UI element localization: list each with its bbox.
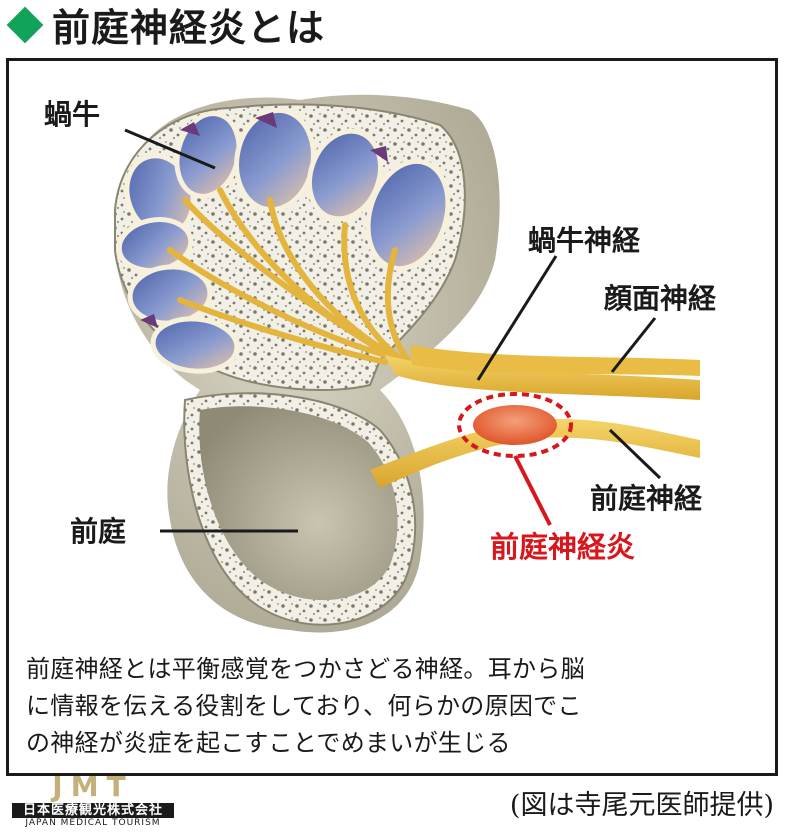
company-logo: JMT 日本医療観光株式会社 JAPAN MEDICAL TOURISM [12,772,174,830]
description-line: の神経が炎症を起こすことでめまいが生じる [26,729,511,757]
description-line: 前庭神経とは平衡感覚をつかさどる神経。耳から脳 [26,655,585,683]
description-line: に情報を伝える役割をしており、何らかの原因でこ [26,692,582,720]
label-cochlea: 蝸牛 [44,98,101,131]
vestibular-nerve-leader-line [608,428,662,480]
logo-mark: JMT [52,770,134,803]
label-vestibule: 前庭 [70,515,127,548]
description-text: 前庭神経とは平衡感覚をつかさどる神経。耳から脳 に情報を伝える役割をしており、何… [26,651,766,762]
logo-company-name: 日本医療観光株式会社 [12,803,174,818]
inflammation-highlight-ring [457,392,573,458]
label-cochlear-nerve: 蝸牛神経 [528,224,641,257]
label-vestibular-neuritis: 前庭神経炎 [490,530,636,564]
leader-lines [124,128,662,533]
label-vestibular-nerve: 前庭神経 [590,482,703,515]
image-credit: (図は寺尾元医師提供) [509,790,774,821]
inflamed-ganglion [473,405,557,445]
diagram-frame [6,58,778,776]
header: 前庭神経炎とは [0,0,792,56]
logo-subtitle: JAPAN MEDICAL TOURISM [25,818,161,828]
cochlear-nerve-leader-line [476,255,558,381]
neuritis-leader-line [513,455,552,526]
page-title: 前庭神経炎とは [52,6,326,50]
label-facial-nerve: 顔面神経 [604,282,717,315]
cochlea-leader-line [124,128,216,170]
facial-nerve-leader-line [610,317,657,373]
